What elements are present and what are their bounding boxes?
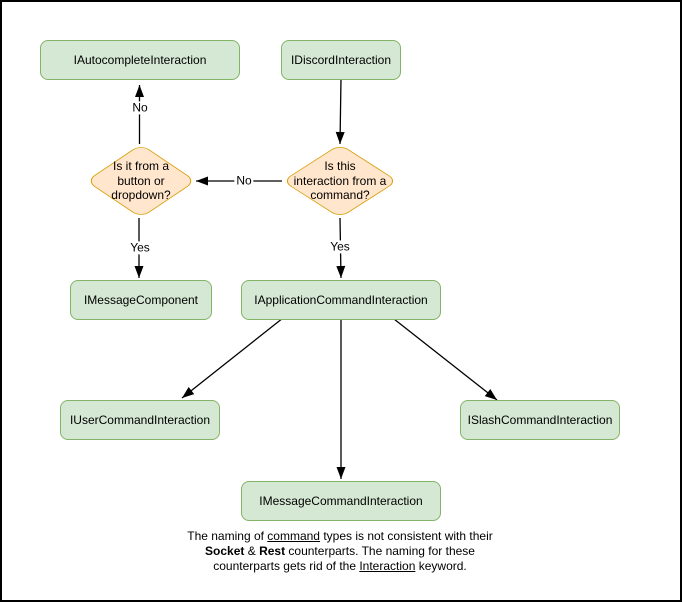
decision-line: Is this [324, 159, 356, 174]
caption-text: counterparts. The naming for these [285, 544, 475, 558]
node-idiscordinteraction: IDiscordInteraction [281, 40, 401, 80]
caption-line-3: counterparts gets rid of the Interaction… [140, 559, 540, 574]
edge-application-command-to-slash-command [393, 318, 498, 401]
caption-text-underlined: Interaction [359, 559, 416, 573]
edge-label-yes-right: Yes [328, 239, 352, 254]
edge-discord-to-command-decision [335, 77, 345, 145]
caption-text-bold: Socket [205, 544, 245, 558]
node-iapplicationcommandinteraction: IApplicationCommandInteraction [241, 280, 441, 320]
caption-text: & [244, 544, 260, 558]
node-imessagecomponent: IMessageComponent [70, 280, 212, 320]
decision-button-or-dropdown-label: Is it from a button or dropdown? [86, 144, 196, 218]
node-iusercommandinteraction: IUserCommandInteraction [60, 400, 220, 440]
edge-label-no-up: No [130, 100, 150, 115]
decision-interaction-from-command-label: Is this interaction from a command? [282, 144, 398, 218]
caption-text: The naming of [187, 529, 268, 543]
caption-text: counterparts gets rid of the [213, 559, 360, 573]
node-islashcommandinteraction: ISlashCommandInteraction [460, 400, 620, 440]
decision-line: dropdown? [111, 188, 171, 203]
caption-text-bold: Rest [259, 544, 286, 558]
decision-line: button or [117, 173, 165, 188]
caption-text-underlined: command [267, 529, 320, 543]
diagram-caption: The naming of command types is not consi… [140, 529, 540, 574]
decision-line: Is it from a [112, 159, 169, 174]
caption-text: types is not consistent with their [319, 529, 493, 543]
edge-application-command-to-user-command [181, 317, 284, 399]
node-iautocompleteinteraction: IAutocompleteInteraction [40, 40, 240, 80]
caption-text: keyword. [415, 559, 467, 573]
decision-line: interaction from a [293, 173, 387, 188]
node-imessagecommandinteraction: IMessageCommandInteraction [241, 481, 441, 521]
edge-label-no-left: No [234, 173, 254, 188]
decision-interaction-from-command: Is this interaction from a command? [282, 144, 398, 218]
decision-line: command? [310, 188, 370, 203]
decision-button-or-dropdown: Is it from a button or dropdown? [85, 143, 197, 219]
caption-line-1: The naming of command types is not consi… [140, 529, 540, 544]
edge-label-yes-left: Yes [128, 240, 152, 255]
caption-line-2: Socket & Rest counterparts. The naming f… [140, 544, 540, 559]
